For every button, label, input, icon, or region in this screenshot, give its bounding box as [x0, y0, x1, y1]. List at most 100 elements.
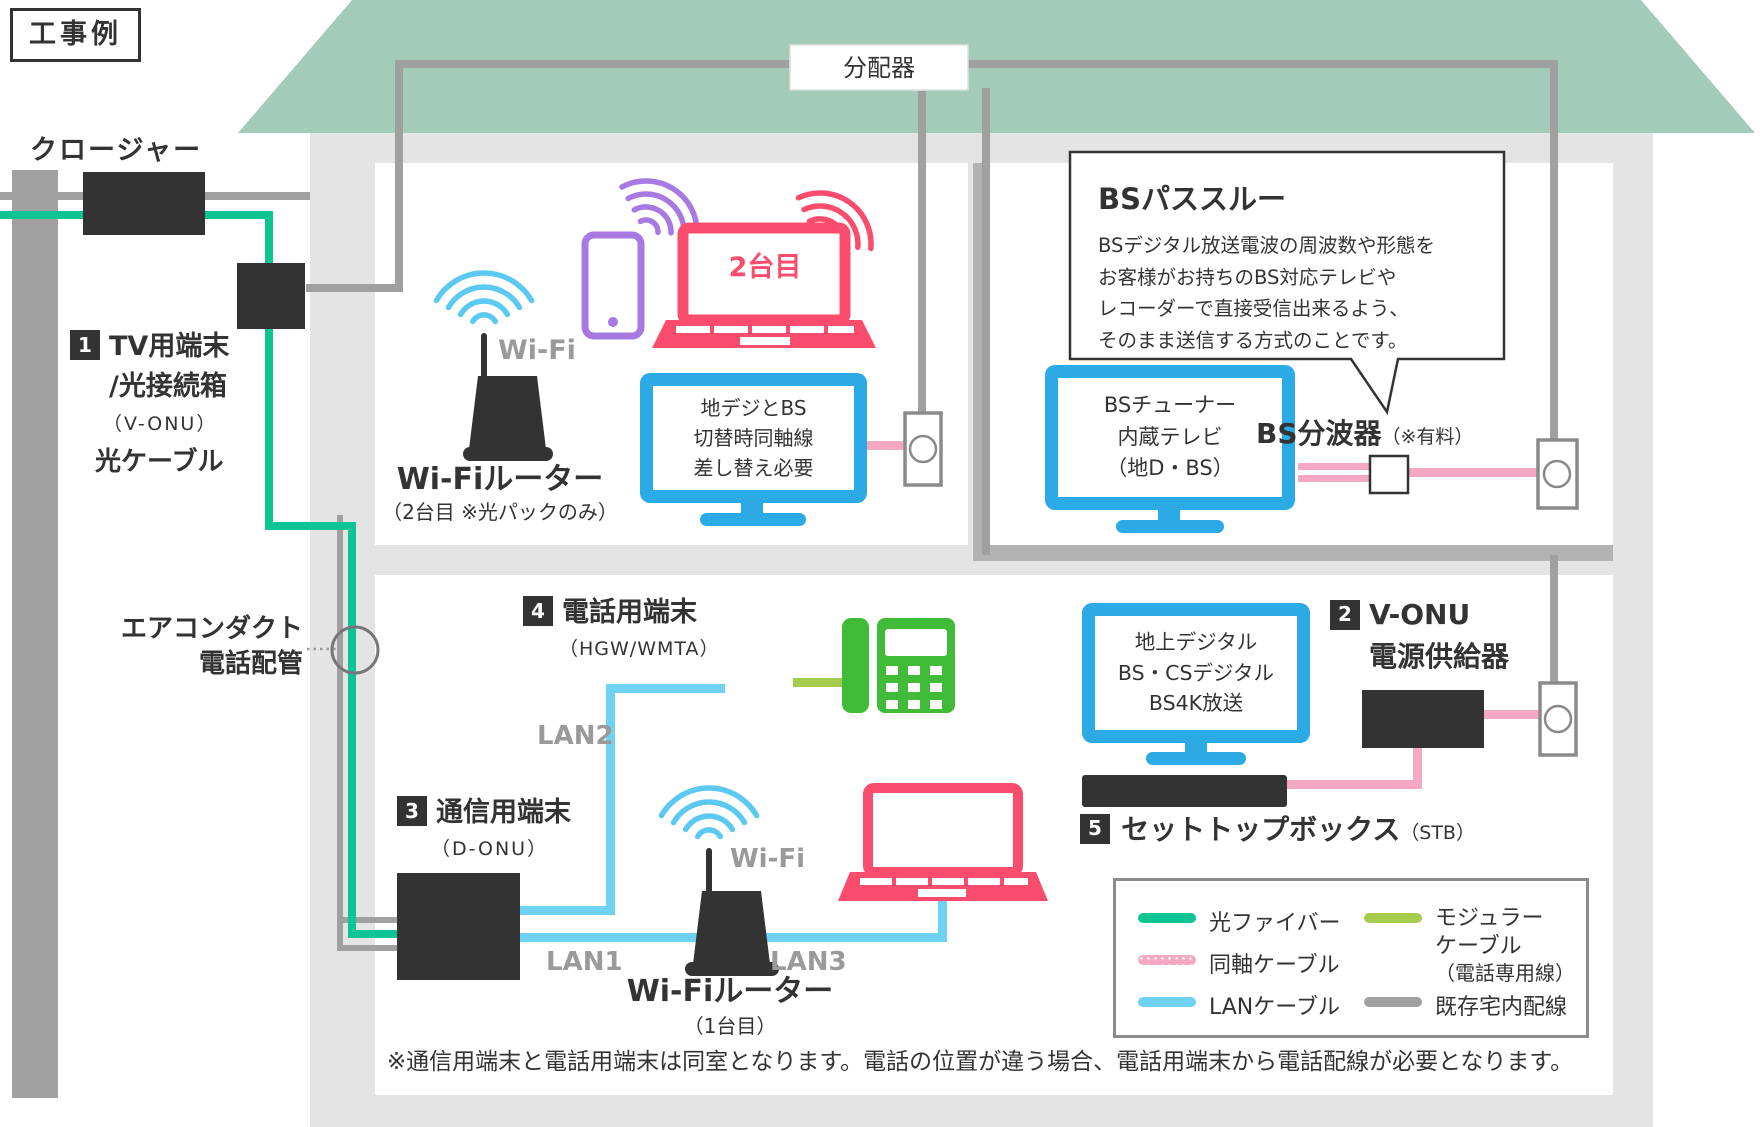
item4-sub: （HGW/WMTA） [559, 637, 720, 660]
smartphone-outline [581, 231, 645, 340]
router1-sub-text: （1台目） [683, 1014, 777, 1038]
router1-label-text: Wi-Fiルーター [626, 974, 834, 1009]
bs-note-line2: お客様がお持ちのBS対応テレビや [1098, 265, 1397, 289]
lan2-out [520, 906, 615, 915]
bs-note-line3: レコーダーで直接受信出来るよう、 [1098, 297, 1409, 321]
bs-splitter-sub-text: （※有料） [1381, 426, 1474, 448]
legend-modular-line3: （電話専用線） [1435, 961, 1575, 985]
lan1-label: LAN1 [546, 946, 623, 979]
tv1-line2: 切替時同軸線 [693, 426, 814, 450]
item2-label: 2 V-ONU 電源供給器 [1330, 597, 1509, 674]
coax-vonu-down [1413, 746, 1422, 788]
utility-pole [12, 170, 58, 1098]
coax-swatch [1138, 955, 1196, 965]
existing-cable-drop-a [918, 88, 926, 413]
coax-cables [865, 441, 1544, 789]
tv4k-line3: BS4K放送 [1148, 691, 1244, 716]
item5-sub-text: （STB） [1400, 822, 1475, 844]
lan-swatch [1138, 997, 1196, 1007]
tv-bs-room: BSチューナー 内蔵テレビ （地D・BS） [1045, 365, 1295, 510]
router2-sub: （2台目 ※光パックのみ） [335, 500, 665, 525]
coax-tv1 [865, 441, 920, 450]
legend-lan-label: LANケーブル [1209, 995, 1340, 1020]
item2-number-badge: 2 [1330, 599, 1360, 630]
router-antenna [481, 333, 487, 379]
wifi-arcs-icon [433, 270, 535, 325]
vonu-power-supply-device [1362, 690, 1484, 748]
bs-splitter-label-text: BS分波器 [1256, 417, 1382, 450]
closure-label: クロージャー [30, 134, 202, 168]
lan3-label: LAN3 [770, 946, 847, 979]
item5-label: 5 セットトップボックス（STB） [1080, 812, 1475, 847]
existing-cable-roof [399, 60, 1558, 68]
legend-coax-label: 同軸ケーブル [1209, 953, 1340, 978]
page-title-text: 工事例 [29, 19, 122, 50]
router-base [463, 447, 553, 461]
wifi-label-1: Wi-Fi [730, 843, 805, 876]
duct-line1: エアコンダクト [120, 614, 303, 644]
tv-stand-neck [741, 501, 763, 516]
item5-number-badge: 5 [1080, 813, 1110, 844]
fiber-closure-out [200, 211, 273, 219]
modular-swatch [1364, 913, 1422, 923]
lan3-riser [938, 898, 947, 938]
bs-note-title: BSパススルー [1098, 182, 1286, 216]
bs-passthrough-bubble [1068, 150, 1506, 416]
fiber-down-wall [265, 329, 273, 530]
bs-note-line1: BSデジタル放送電波の周波数や形態を [1098, 234, 1436, 257]
item3-label-text: 通信用端末 [436, 797, 571, 828]
item1-number-badge: 1 [70, 330, 100, 360]
item3-sub: （D-ONU） [431, 837, 549, 860]
outlet-top-left-jack [908, 434, 938, 464]
fiber-into-donu [348, 930, 400, 938]
router-body [693, 891, 770, 964]
tv-top-left: 地デジとBS 切替時同軸線 差し替え必要 [640, 373, 867, 503]
fiber-down-vonu [265, 211, 273, 267]
legend-item-lan: LANケーブル [1138, 989, 1340, 1021]
splitter-label-text: 分配器 [843, 53, 915, 82]
outlet-bottom-jack [1543, 704, 1573, 734]
duct-line2: 電話配管 [198, 649, 303, 680]
legend-fiber-label: 光ファイバー [1209, 911, 1341, 936]
coax-stb [1287, 780, 1422, 789]
coax-bs-double2 [1298, 475, 1372, 482]
duct-circle [330, 625, 380, 675]
closure-label-text: クロージャー [30, 135, 203, 166]
legend-modular-line1: モジュラー [1435, 906, 1544, 931]
item3-number-badge: 3 [397, 796, 427, 826]
existing-cable-to-vonu [306, 284, 403, 292]
telephone [842, 618, 955, 713]
item5-label-text: セットトップボックス [1121, 813, 1401, 846]
existing-cable-right-bottom [1550, 555, 1558, 683]
router-antenna [706, 848, 712, 895]
item1-line2: /光接続箱 [109, 370, 227, 402]
lan2-label: LAN2 [537, 720, 614, 753]
laptop-2nd [652, 190, 876, 348]
fiber-cable-label-text: 光ケーブル [95, 447, 224, 477]
legend-item-coax: 同軸ケーブル [1138, 947, 1340, 979]
existing-cable-stub1 [340, 917, 400, 923]
item1-sub: （V-ONU） [103, 412, 218, 435]
router2-label: Wi-Fiルーター [360, 461, 640, 499]
wifi-label-1-text: Wi-Fi [730, 844, 806, 874]
closure-device [83, 172, 205, 235]
telephone-screen [885, 629, 947, 656]
telephone-keypad [886, 666, 942, 709]
smartphone-wifi-arcs-icon [619, 178, 700, 237]
fiber-cable-label: 光ケーブル [95, 446, 223, 479]
coax-bs-single [1406, 468, 1542, 477]
wifi-label-2: Wi-Fi [498, 334, 576, 368]
existing-cable-right-top [1550, 64, 1558, 440]
fiber-cables [0, 211, 400, 938]
item3-label: 3 通信用端末 （D-ONU） [397, 796, 571, 862]
tv-stand-base [700, 513, 806, 526]
lan1-label-text: LAN1 [546, 947, 623, 977]
tv4k-line2: BS・CSデジタル [1117, 660, 1275, 685]
wifi-arcs-icon [658, 785, 760, 840]
fiber-swatch [1138, 913, 1196, 923]
coax-vonu-outlet [1482, 710, 1544, 719]
lan2-label-text: LAN2 [537, 721, 614, 751]
tv1-line1: 地デジとBS [700, 396, 807, 420]
wifi-router-2 [433, 270, 553, 461]
